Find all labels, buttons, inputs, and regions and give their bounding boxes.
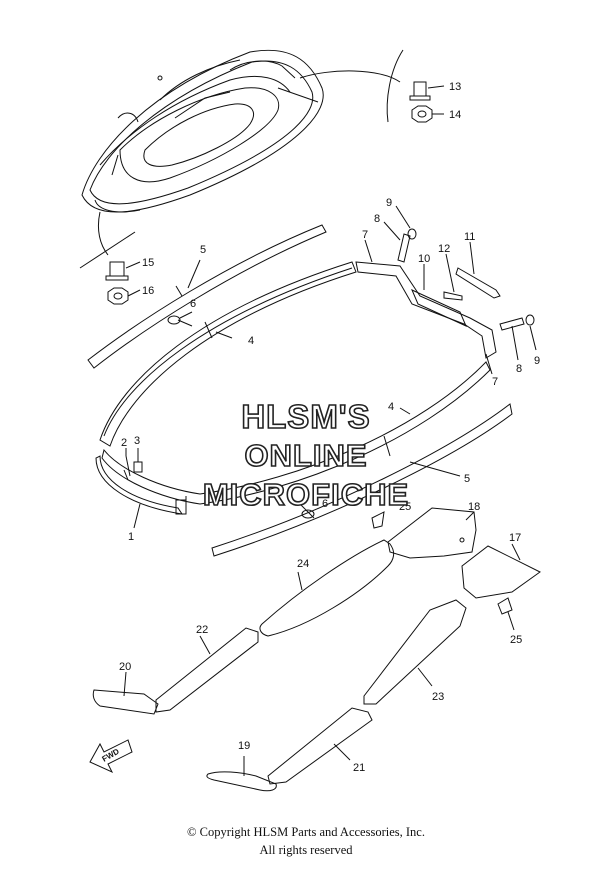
callout-6-lower: 6: [322, 498, 328, 510]
callout-9-right: 9: [534, 355, 540, 367]
callout-18: 18: [468, 501, 480, 513]
tab-part-25-right: [497, 597, 515, 631]
watermark-line-1: HLSM'S: [241, 397, 371, 436]
callout-2: 2: [121, 437, 127, 449]
tab-part-25-upper: [371, 511, 385, 529]
strip-part-5-upper: [87, 224, 327, 369]
callout-8-right: 8: [516, 363, 522, 375]
strip-part-11: [455, 241, 501, 299]
watercraft-hull-drawing: [79, 49, 404, 269]
callout-4-lower: 4: [388, 401, 394, 413]
callout-1: 1: [128, 531, 134, 543]
mat-part-18: [387, 507, 477, 559]
mat-part-24: [259, 539, 395, 637]
callout-9-upper: 9: [386, 197, 392, 209]
cap-part-9-upper: [395, 205, 417, 240]
mat-part-17: [461, 543, 541, 599]
forward-direction-label: FWD: [101, 747, 121, 764]
gunwale-part-1: [95, 455, 187, 529]
callout-21: 21: [353, 762, 365, 774]
callout-11: 11: [464, 231, 475, 243]
callout-25-right: 25: [510, 634, 522, 646]
callout-3: 3: [134, 435, 140, 447]
watermark-line-2: ONLINE: [244, 437, 368, 474]
cap-part-13: [409, 81, 445, 101]
callout-5-upper: 5: [200, 244, 206, 256]
screw-part-12: [443, 253, 463, 301]
callout-24: 24: [297, 558, 309, 570]
bumper-part-7-upper: [355, 239, 497, 359]
callout-8-upper: 8: [374, 213, 380, 225]
mat-part-22: [155, 627, 259, 713]
callout-25-upper: 25: [399, 501, 411, 513]
bolt-part-6-upper: [167, 311, 193, 327]
callout-13: 13: [449, 81, 461, 93]
callout-22: 22: [196, 624, 208, 636]
callout-5-lower: 5: [464, 473, 470, 485]
callout-6-upper: 6: [190, 298, 196, 310]
strip-part-5-lower: [211, 403, 513, 557]
nut-part-16: [107, 287, 141, 305]
mat-part-20: [92, 671, 159, 715]
copyright-notice: © Copyright HLSM Parts and Accessories, …: [187, 825, 425, 839]
rail-part-4-upper: [99, 261, 357, 447]
callout-12: 12: [438, 243, 450, 255]
callout-15: 15: [142, 257, 154, 269]
mat-part-21: [267, 707, 373, 785]
nut-part-3: [133, 448, 143, 473]
callout-7-right: 7: [492, 376, 498, 388]
rights-reserved-notice: All rights reserved: [259, 843, 353, 857]
screw-part-2: [125, 448, 131, 477]
callout-23: 23: [432, 691, 444, 703]
callout-16: 16: [142, 285, 154, 297]
callout-19: 19: [238, 740, 250, 752]
mat-part-23: [363, 599, 467, 705]
bracket-part-10: [411, 264, 467, 327]
forward-direction-arrow-icon: [89, 739, 133, 774]
callout-20: 20: [119, 661, 131, 673]
cap-part-9-right: [525, 314, 537, 351]
pin-part-8-upper: [383, 221, 411, 263]
watermark-line-3: MICROFICHE: [202, 476, 410, 513]
callout-7-upper: 7: [362, 229, 368, 241]
callout-14: 14: [449, 109, 461, 121]
pin-part-8-right: [499, 317, 525, 361]
callout-17: 17: [509, 532, 521, 544]
cap-part-15: [105, 261, 141, 281]
callout-10: 10: [418, 253, 430, 265]
nut-part-14: [411, 105, 444, 123]
bolt-part-6-lower: [299, 503, 315, 519]
callout-4-upper: 4: [248, 335, 254, 347]
mat-part-19: [206, 756, 277, 792]
